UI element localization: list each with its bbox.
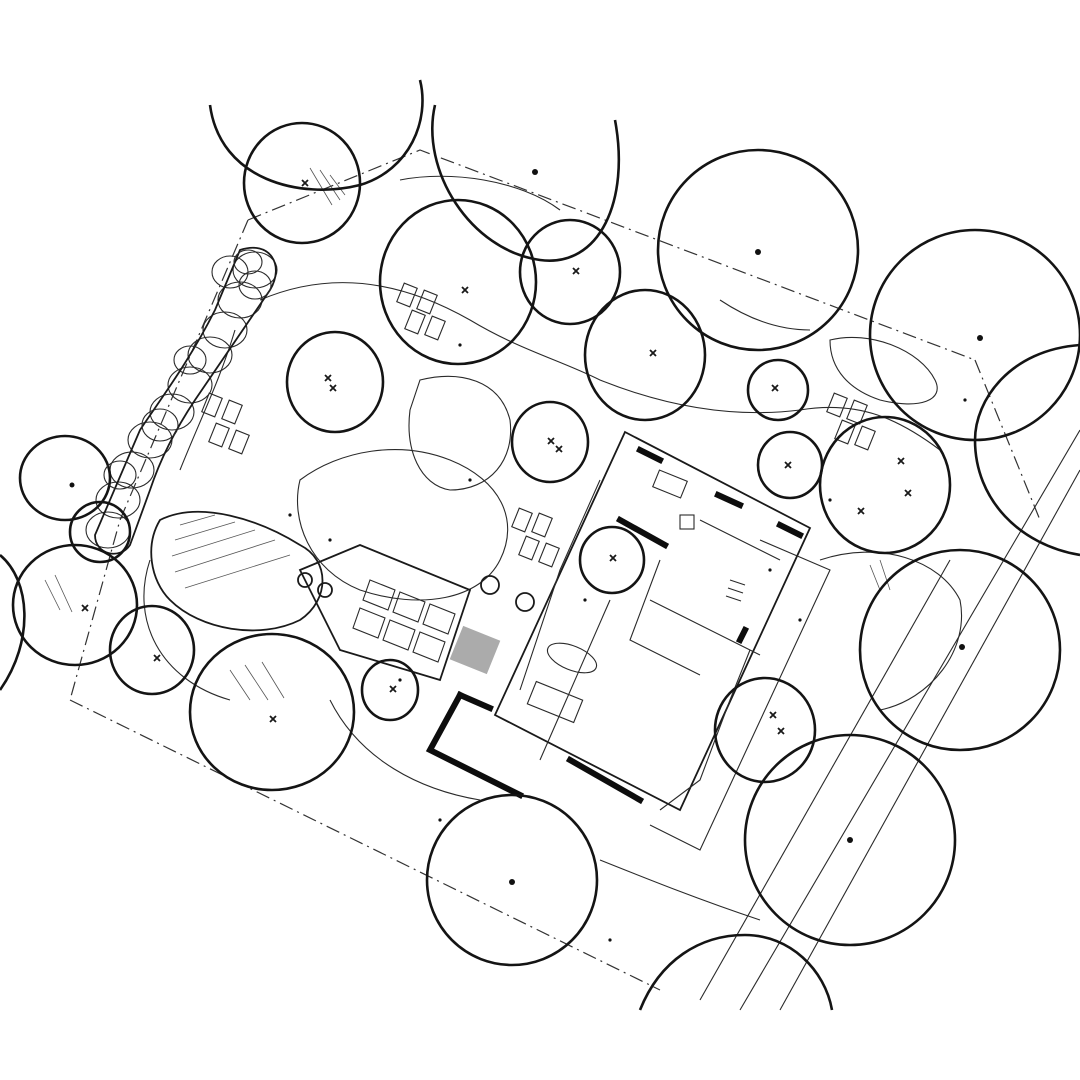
tree-canopy — [743, 733, 957, 947]
tree-canopy — [756, 430, 824, 500]
tree-canopy-edge — [973, 343, 1080, 557]
tree-canopy-edge — [0, 554, 26, 691]
property-boundary — [69, 149, 1041, 991]
ground-texture — [288, 343, 967, 942]
tree-canopy — [858, 548, 1062, 752]
tree-canopy — [431, 104, 621, 262]
tree-canopy — [242, 121, 362, 245]
tree-canopy — [68, 500, 132, 564]
tree-canopy — [510, 400, 590, 484]
tree-canopy — [188, 632, 356, 792]
street-edge-lines — [699, 429, 1080, 1011]
tree-canopy — [656, 148, 860, 352]
tree-canopy — [818, 415, 952, 555]
hedge-shrubs — [85, 247, 278, 555]
tree-canopy — [11, 543, 139, 667]
tree-canopies — [0, 79, 1080, 1011]
tree-canopy — [583, 288, 707, 422]
tree-canopy — [285, 330, 385, 434]
tree-canopy — [108, 604, 196, 696]
tree-canopy — [578, 525, 646, 595]
hatched-planting — [44, 167, 891, 701]
outdoor-table — [449, 625, 501, 675]
tree-canopy — [378, 198, 538, 366]
tree-canopy — [360, 658, 420, 722]
dining-table — [546, 642, 598, 674]
tree-canopy — [868, 228, 1080, 442]
west-patio — [297, 544, 535, 682]
planting-beds — [143, 175, 962, 921]
tree-trunks — [69, 169, 983, 885]
tree-canopy — [18, 434, 112, 522]
stepping-stones — [201, 282, 876, 568]
tree-canopy-top-left — [208, 79, 424, 191]
tree-canopy-bottom — [638, 933, 834, 1011]
tree-canopy — [518, 218, 622, 326]
shrub-clumps — [103, 249, 272, 490]
house-footprint — [425, 430, 812, 812]
tree-canopy — [713, 676, 817, 784]
tree-canopy — [425, 793, 599, 967]
tree-canopy — [746, 358, 810, 422]
